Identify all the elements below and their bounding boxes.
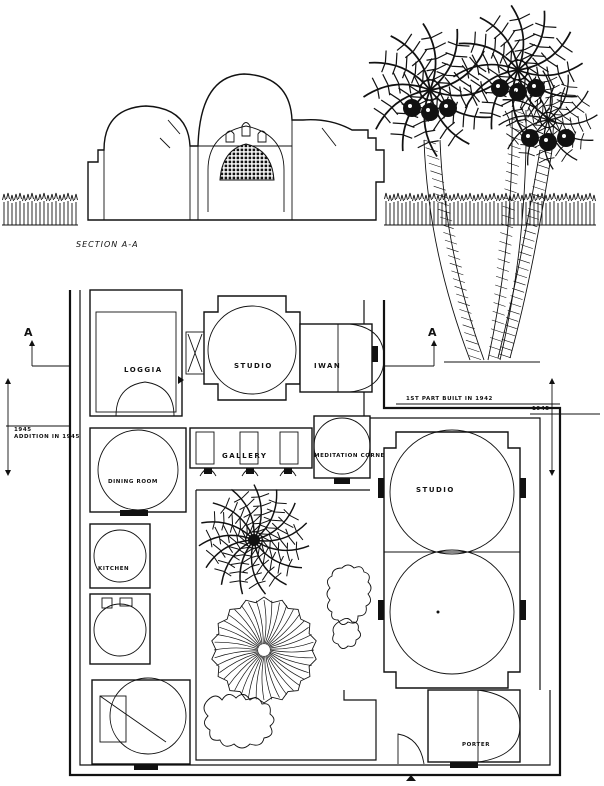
section-title: SECTION A-A (76, 240, 139, 249)
section-arrow-left-icon (29, 340, 35, 346)
hedge-left-icon (2, 192, 78, 225)
annotation-addition-text: ADDITION IN 1945 (14, 434, 80, 440)
dining-room (89, 427, 187, 513)
svg-text:A: A (24, 326, 33, 339)
section-marker-left: A (24, 326, 70, 367)
meditation-corner-room (313, 415, 371, 479)
date-cluster-icon (403, 99, 457, 121)
section-elevation: SECTION A-A (2, 73, 596, 249)
annotation-first-part: 1ST PART BUILT IN 1942 (406, 396, 493, 402)
room-label-dining-room: DINING ROOM (108, 479, 158, 485)
entrance-door-swing-icon (397, 733, 425, 765)
niche-center (241, 122, 251, 137)
palm-trunk-right (497, 149, 553, 359)
courtyard-round-tree-icon (211, 596, 317, 704)
room-label-porter: PORTER (462, 742, 490, 748)
room-label-iwan: IWAN (314, 362, 341, 370)
window-grille (219, 143, 275, 181)
palm-crown-icon-3 (497, 69, 599, 171)
palm-crowns (362, 4, 599, 171)
section-marker-right: A (384, 326, 437, 367)
room-label-studio-top: STUDIO (234, 362, 273, 370)
loggia-arch (115, 381, 175, 417)
trunk-hatching (423, 109, 553, 360)
svg-text:A: A (428, 326, 437, 339)
annotation-year-right: 1945 (532, 406, 550, 412)
iwan-room (299, 323, 373, 393)
courtyard-shrubs-icon (203, 694, 275, 749)
porter-room (427, 689, 521, 763)
floor-plan: LOGGIA STUDIO IWAN GALLERY MEDITATION CO… (5, 289, 600, 781)
gallery-room (189, 427, 313, 469)
palm-crown-icon-1 (362, 22, 498, 158)
studio-top-room (203, 295, 301, 401)
room-label-kitchen: KITCHEN (98, 566, 129, 572)
date-cluster-icon (521, 129, 575, 151)
niche-right (257, 130, 267, 143)
room-label-meditation-corner: MEDITATION CORNER (314, 453, 390, 459)
entrance-marker-icon (406, 775, 416, 781)
room-label-studio-right: STUDIO (416, 486, 455, 494)
palm-trees-illustration (362, 4, 599, 363)
room-label-gallery: GALLERY (222, 452, 267, 460)
room-label-loggia: LOGGIA (124, 366, 163, 374)
bottom-left-room (91, 679, 191, 765)
courtyard-palm-icon (197, 482, 312, 598)
tree-branches (213, 599, 315, 701)
hedge-right-icon (384, 192, 596, 225)
arched-window-grille (207, 125, 285, 212)
section-arrow-right-icon (431, 340, 437, 346)
hedge-stems (2, 192, 78, 225)
courtyard-shrubs-right-icon (326, 564, 372, 625)
studio-right-room (383, 431, 521, 689)
courtyard-wall (195, 489, 377, 761)
door-triangle-icon (178, 376, 184, 384)
section-building-outline (87, 73, 385, 221)
tree-canopy-outline (211, 596, 317, 704)
outer-wall (68, 290, 562, 777)
loggia-room (89, 289, 183, 417)
palm-trunk-texture (423, 109, 553, 360)
annotation-addition-year: 1945 (14, 427, 32, 433)
hedge-stems (384, 192, 596, 225)
niche-left (225, 130, 235, 143)
kitchen-room (89, 523, 151, 589)
